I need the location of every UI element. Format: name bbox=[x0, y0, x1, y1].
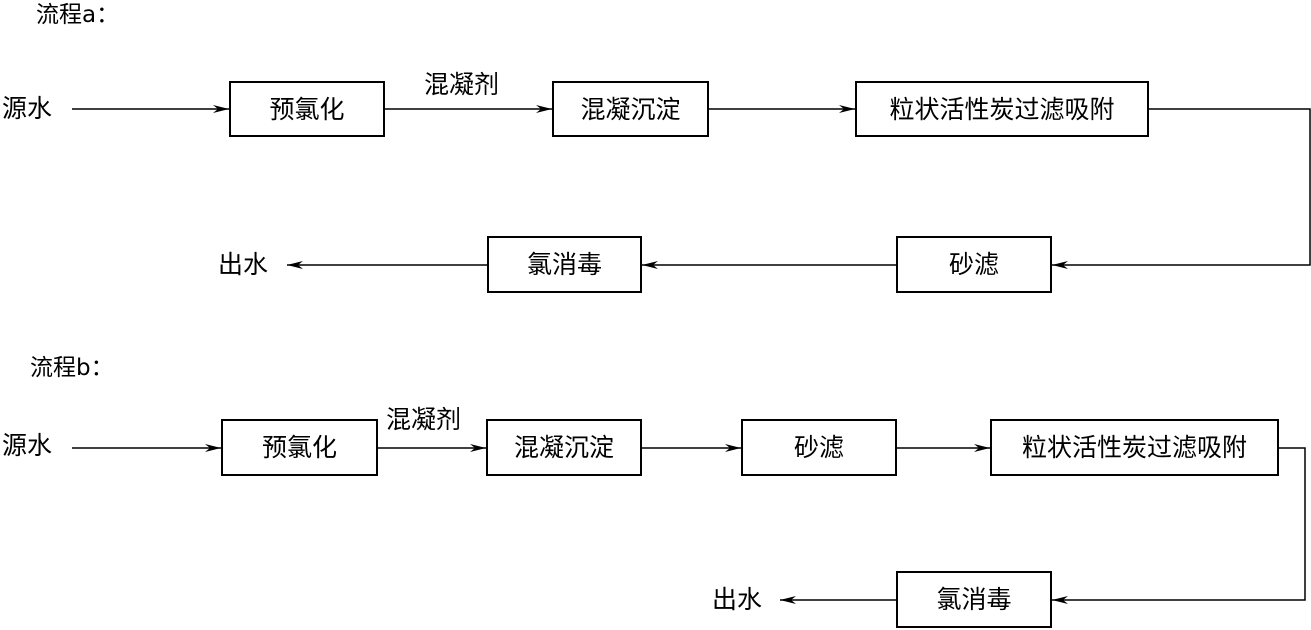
flow-b-title: 流程b： bbox=[30, 355, 114, 381]
flow-a-title: 流程a： bbox=[36, 2, 120, 28]
arrow-b-gac-to-chlorination bbox=[1052, 447, 1306, 604]
flow-a-output-label: 出水 bbox=[218, 250, 269, 279]
flow-b-source-label: 源水 bbox=[2, 431, 53, 460]
flow-b-step-coagulation-sedimentation: 混凝沉淀 bbox=[486, 419, 642, 476]
flow-a-step-coagulation-sedimentation: 混凝沉淀 bbox=[552, 81, 709, 137]
flow-a-step-gac-adsorption: 粒状活性炭过滤吸附 bbox=[855, 81, 1149, 137]
flow-b-step-chlorine-disinfection: 氯消毒 bbox=[896, 571, 1052, 628]
flow-a-step-chlorine-disinfection: 氯消毒 bbox=[487, 236, 642, 293]
flow-b-step-gac-adsorption: 粒状活性炭过滤吸附 bbox=[990, 419, 1279, 476]
flow-b-step-sand-filtration: 砂滤 bbox=[741, 419, 897, 476]
flow-a-step-sand-filtration: 砂滤 bbox=[896, 236, 1052, 293]
flow-b-step-prechlorination: 预氯化 bbox=[221, 419, 378, 476]
arrow-a-gac-to-sandfilter bbox=[1052, 108, 1311, 269]
flow-b-coagulant-label: 混凝剂 bbox=[386, 405, 462, 434]
flow-b-output-label: 出水 bbox=[712, 585, 763, 614]
flow-a-source-label: 源水 bbox=[2, 94, 53, 123]
flow-a-coagulant-label: 混凝剂 bbox=[424, 70, 500, 99]
flow-a-step-prechlorination: 预氯化 bbox=[229, 81, 385, 137]
